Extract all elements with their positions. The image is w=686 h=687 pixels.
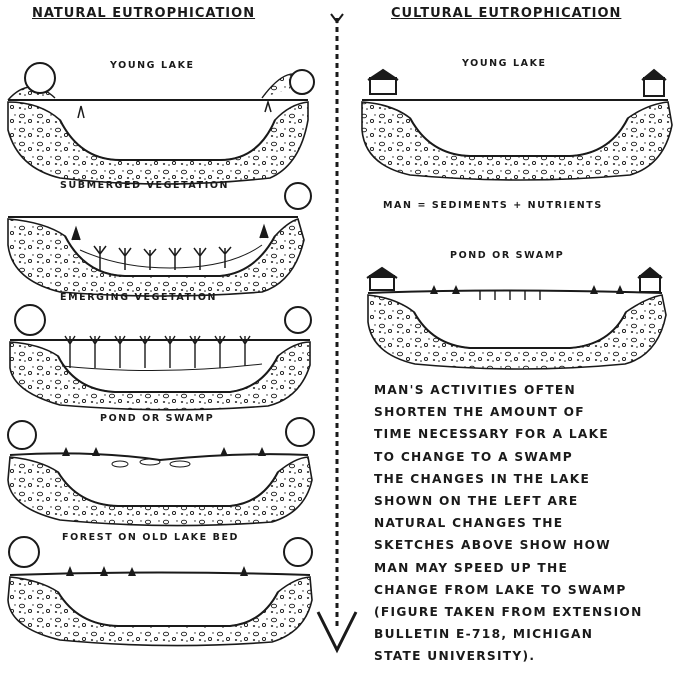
time-arrow	[318, 14, 356, 650]
natural-submerged-vegetation-sketch	[8, 183, 311, 296]
caption-line: CHANGE FROM LAKE TO SWAMP	[374, 579, 686, 601]
caption-line: (FIGURE TAKEN FROM EXTENSION	[374, 601, 686, 623]
natural-emerging-vegetation-sketch	[10, 305, 311, 410]
house-icon	[638, 268, 662, 292]
caption-paragraph: MAN'S ACTIVITIES OFTEN SHORTEN THE AMOUN…	[374, 379, 686, 668]
house-icon	[642, 70, 666, 96]
natural-forest-sketch	[8, 537, 312, 646]
caption-line: MAN MAY SPEED UP THE	[374, 557, 686, 579]
house-icon	[367, 268, 397, 290]
caption-line: SHORTEN THE AMOUNT OF	[374, 401, 686, 423]
house-icon	[368, 70, 398, 94]
caption-line: MAN'S ACTIVITIES OFTEN	[374, 379, 686, 401]
natural-young-lake-sketch	[8, 63, 314, 184]
caption-line: SHOWN ON THE LEFT ARE	[374, 490, 686, 512]
caption-line: TIME NECESSARY FOR A LAKE	[374, 423, 686, 445]
natural-pond-or-swamp-sketch	[8, 418, 314, 526]
caption-line: THE CHANGES IN THE LAKE	[374, 468, 686, 490]
cultural-young-lake-sketch	[362, 70, 672, 180]
caption-line: NATURAL CHANGES THE	[374, 512, 686, 534]
caption-line: BULLETIN E-718, MICHIGAN	[374, 623, 686, 645]
caption-line: STATE UNIVERSITY).	[374, 645, 686, 667]
caption-line: SKETCHES ABOVE SHOW HOW	[374, 534, 686, 556]
cultural-pond-or-swamp-sketch	[367, 268, 666, 369]
caption-line: TO CHANGE TO A SWAMP	[374, 446, 686, 468]
